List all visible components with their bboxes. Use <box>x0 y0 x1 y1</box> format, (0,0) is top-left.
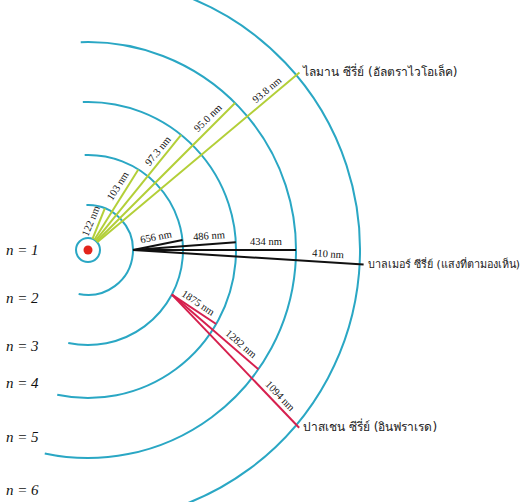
orbit-label: n = 2 <box>6 290 39 307</box>
orbit-label: n = 3 <box>6 338 39 355</box>
series-label: ไลมาน ซีรี่ย์ (อัลตราไวโอเล็ค) <box>303 66 457 79</box>
wavelength-label: 410 nm <box>312 247 344 261</box>
orbit-circle <box>76 238 100 262</box>
orbit-arc <box>45 42 296 458</box>
series-label: บาลเมอร์ ซีรี่ย์ (แสงที่ตามองเห็น) <box>368 259 520 271</box>
transition-line <box>94 169 138 239</box>
wavelength-label: 434 nm <box>250 236 282 248</box>
transition-line <box>172 295 299 428</box>
orbit-label: n = 4 <box>6 375 39 392</box>
series-label: ปาสเชน ซีรี่ย์ (อินฟราเรด) <box>303 421 437 434</box>
transition-line <box>172 295 259 370</box>
nucleus-dot <box>84 246 93 255</box>
transition-line <box>96 103 235 242</box>
orbit-label: n = 5 <box>6 429 39 446</box>
transition-line <box>97 73 299 243</box>
orbit-label: n = 6 <box>6 482 39 499</box>
wavelength-label: 486 nm <box>192 229 225 243</box>
transition-line <box>96 135 182 241</box>
orbit-label: n = 1 <box>6 242 39 259</box>
